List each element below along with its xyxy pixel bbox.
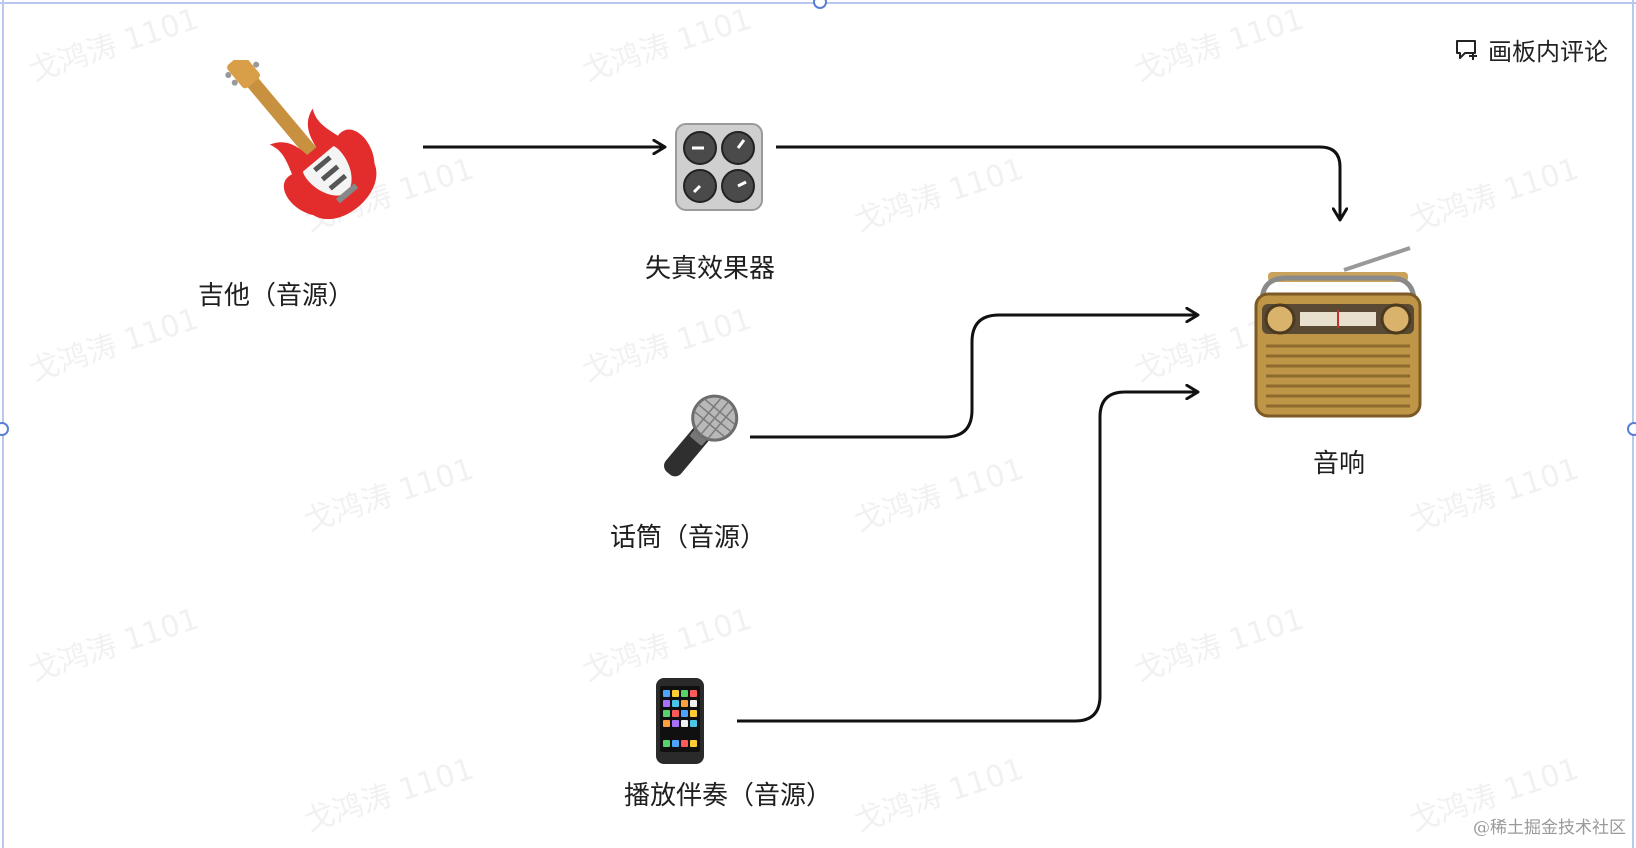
node-label-effect[interactable]: 失真效果器 xyxy=(645,254,776,284)
radio-icon[interactable] xyxy=(1248,242,1428,422)
node-label-guitar[interactable]: 吉他（音源） xyxy=(198,281,355,311)
footer-credit: @稀土掘金技术社区 xyxy=(1473,818,1626,838)
electric-guitar-icon[interactable] xyxy=(225,60,405,240)
resize-handle-right[interactable] xyxy=(1627,422,1636,436)
node-label-phone[interactable]: 播放伴奏（音源） xyxy=(624,781,833,811)
edge-effect-to-speaker[interactable] xyxy=(776,145,1340,220)
node-label-speaker[interactable]: 音响 xyxy=(1313,449,1366,479)
resize-handle-top[interactable] xyxy=(813,0,827,9)
edge-mic-to-speaker[interactable] xyxy=(750,315,1198,439)
mobile-phone-icon[interactable] xyxy=(652,676,712,766)
node-label-mic[interactable]: 话筒（音源） xyxy=(610,523,767,553)
comment-button-label: 画板内评论 xyxy=(1488,38,1608,66)
comment-add-icon xyxy=(1456,39,1477,60)
resize-handle-left[interactable] xyxy=(0,422,9,436)
control-knobs-icon[interactable] xyxy=(674,122,764,212)
microphone-icon[interactable] xyxy=(648,388,748,488)
board-comment-button[interactable]: 画板内评论 xyxy=(1454,32,1608,67)
edge-phone-to-speaker[interactable] xyxy=(737,392,1198,723)
